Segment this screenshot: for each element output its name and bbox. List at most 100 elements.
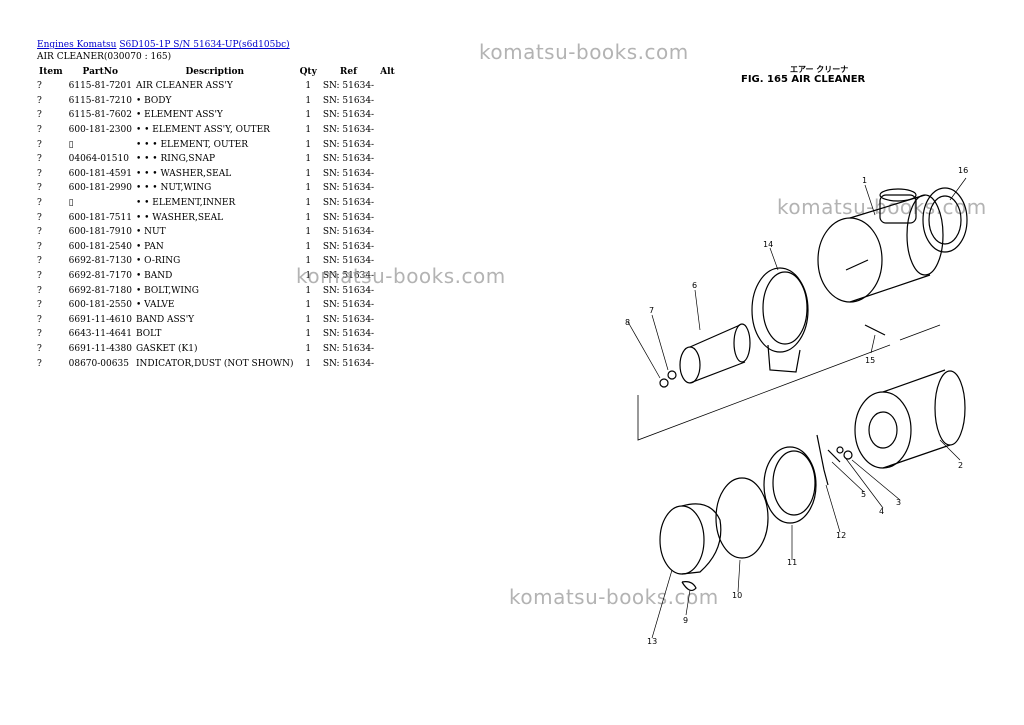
cell-ref: SN: 51634- [322,343,375,354]
cell-item: ? [37,110,42,121]
bolt [864,324,886,336]
cell-partno: 6115-81-7602 [68,110,132,121]
cell-partno: 6692-81-7170 [68,271,132,282]
cell-description: AIR CLEANER ASS'Y [135,81,233,92]
cell-partno: 6115-81-7210 [68,95,132,106]
cell-description: • BODY [135,95,172,106]
cell-ref: SN: 51634- [322,183,375,194]
breadcrumb-link-engines[interactable]: Engines Komatsu [37,40,117,50]
cell-description: BAND ASS'Y [135,314,195,325]
cell-qty: 1 [305,271,312,282]
cell-ref: SN: 51634- [322,256,375,267]
cell-ref: SN: 51634- [322,285,375,296]
cell-alt [376,298,399,313]
air-cleaner-diagram: 1 2 3 4 5 6 7 8 9 10 11 12 13 14 15 16 [625,166,968,646]
cell-ref: SN: 51634- [322,212,375,223]
cell-alt [376,137,399,152]
watermark: komatsu-books.com [509,585,719,609]
cell-ref: SN: 51634- [322,227,375,238]
cell-partno: 6691-11-4610 [68,314,132,325]
cell-alt [376,167,399,182]
cell-partno: 6115-81-7201 [68,81,132,92]
cell-ref: SN: 51634- [322,314,375,325]
cell-qty: 1 [305,227,312,238]
watermark: komatsu-books.com [777,195,987,219]
cell-item: ? [37,241,42,252]
outer-element [854,369,966,469]
cell-partno: ▯ [68,139,74,150]
cell-partno: 600-181-7910 [68,227,132,238]
cell-partno: 04064-01510 [68,154,129,165]
cell-qty: 1 [305,125,312,136]
header-alt: Alt [380,67,395,77]
valve [681,581,697,592]
callout-14: 14 [763,240,773,249]
cell-partno: 08670-00635 [68,358,129,369]
cell-description: INDICATOR,DUST (NOT SHOWN) [135,358,294,369]
cell-item: ? [37,300,42,311]
cell-ref: SN: 51634- [322,358,375,369]
cell-qty: 1 [305,343,312,354]
cell-qty: 1 [305,198,312,209]
cell-partno: ▯ [68,198,74,209]
cell-description: • • • WASHER,SEAL [135,168,232,179]
cell-description: • BOLT,WING [135,285,199,296]
cell-partno: 600-181-7511 [68,212,132,223]
cell-qty: 1 [305,110,312,121]
cell-qty: 1 [305,329,312,340]
callout-7: 7 [649,306,654,315]
parts-table: Item PartNo Description Qty Ref Alt ? 611… [35,65,399,371]
cell-description: BOLT [135,329,162,340]
callout-13: 13 [647,637,657,646]
cell-description: • VALVE [135,300,175,311]
cell-item: ? [37,139,42,150]
washer-seal [667,370,677,380]
cell-qty: 1 [305,95,312,106]
cell-partno: 600-181-2540 [68,241,132,252]
callout-5: 5 [861,490,866,499]
cell-alt [376,240,399,255]
callout-3: 3 [896,498,901,507]
cell-ref: SN: 51634- [322,329,375,340]
callout-4: 4 [879,507,884,516]
callout-16: 16 [958,166,968,175]
page-subtitle: AIR CLEANER(030070 : 165) [37,52,172,62]
cell-description: • PAN [135,241,164,252]
inner-element [679,323,751,384]
cell-qty: 1 [305,139,312,150]
callout-8: 8 [625,318,630,327]
figure-title: FIG. 165 AIR CLEANER [741,74,866,85]
cell-item: ? [37,271,42,282]
cell-item: ? [37,285,42,296]
cell-qty: 1 [305,168,312,179]
table-header-row: Item PartNo Description Qty Ref Alt [35,65,399,79]
cell-alt [376,327,399,342]
cell-partno: 6692-81-7180 [68,285,132,296]
callout-10: 10 [732,591,742,600]
cell-description: • • • ELEMENT, OUTER [135,139,248,150]
watermark: komatsu-books.com [479,40,689,64]
cell-alt [376,313,399,328]
air-cleaner-body [817,188,944,303]
cell-item: ? [37,343,42,354]
callout-11: 11 [787,558,797,567]
clamp-band [763,446,817,524]
cell-partno: 600-181-2990 [68,183,132,194]
cell-ref: SN: 51634- [322,241,375,252]
cell-ref: SN: 51634- [322,110,375,121]
cell-item: ? [37,227,42,238]
breadcrumb-link-model[interactable]: S6D105-1P S/N 51634-UP(s6d105bc) [119,40,290,50]
cell-partno: 600-181-4591 [68,168,132,179]
cell-ref: SN: 51634- [322,139,375,150]
cell-qty: 1 [305,256,312,267]
cell-alt [376,210,399,225]
